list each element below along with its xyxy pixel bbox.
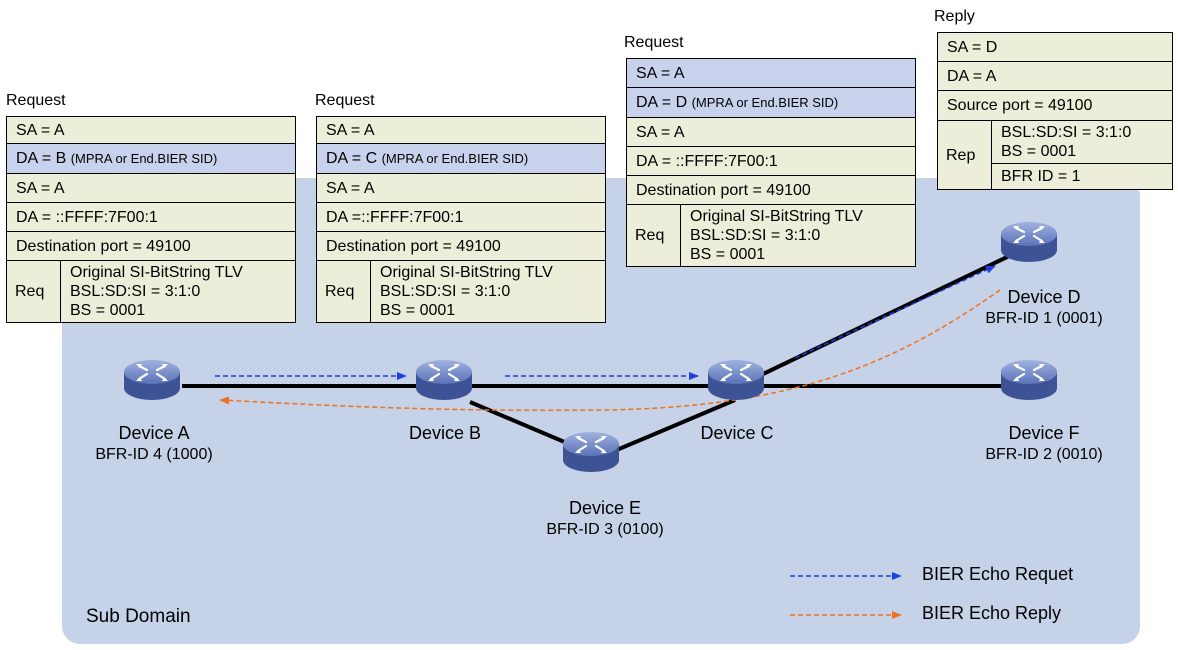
- device-e-name: Device E: [568, 498, 642, 518]
- packet3-da: DA = D (MPRA or End.BIER SID): [626, 87, 916, 118]
- sub-domain-label: Sub Domain: [86, 606, 191, 627]
- packet1-da: DA = B (MPRA or End.BIER SID): [6, 143, 296, 174]
- device-d-label: Device D BFR-ID 1 (0001): [944, 287, 1144, 329]
- link-e-c: [611, 398, 736, 454]
- request-arrow-c-d: [794, 265, 996, 359]
- packet2-dest-port: Destination port = 49100: [316, 231, 606, 261]
- packet1-da-note: (MPRA or End.BIER SID): [70, 151, 218, 166]
- packet2-table: SA = A DA = C (MPRA or End.BIER SID) SA …: [316, 116, 606, 323]
- packet3-da-note: (MPRA or End.BIER SID): [691, 95, 839, 110]
- packet2-title: Request: [315, 92, 375, 109]
- packet2-inner-da: DA =::FFFF:7F00:1: [316, 202, 606, 232]
- packet3-inner-sa: SA = A: [626, 117, 916, 147]
- reply-table: SA = D DA = A Source port = 49100 Rep BS…: [937, 32, 1173, 190]
- packet1-inner-da: DA = ::FFFF:7F00:1: [6, 202, 296, 232]
- packet2-inner-sa: SA = A: [316, 173, 606, 203]
- device-e-router-icon: [561, 430, 621, 474]
- device-a-label: Device A BFR-ID 4 (1000): [54, 423, 254, 465]
- packet3-req-label: Req: [626, 204, 681, 267]
- packet1-sa: SA = A: [6, 116, 296, 144]
- device-a-bfr-id: BFR-ID 4 (1000): [95, 446, 213, 463]
- packet3-inner-da: DA = ::FFFF:7F00:1: [626, 146, 916, 176]
- reply-title: Reply: [934, 8, 975, 25]
- packet2-sa: SA = A: [316, 116, 606, 144]
- device-a-router-icon: [122, 358, 182, 402]
- packet1-table: SA = A DA = B (MPRA or End.BIER SID) SA …: [6, 116, 296, 323]
- device-f-router-icon: [999, 358, 1059, 402]
- packet3-title: Request: [624, 34, 684, 51]
- legend-reply-label: BIER Echo Reply: [922, 603, 1062, 623]
- device-c-label: Device C: [637, 423, 837, 444]
- device-e-label: Device E BFR-ID 3 (0100): [505, 498, 705, 540]
- link-c-d: [737, 244, 1031, 388]
- device-e-bfr-id: BFR-ID 3 (0100): [546, 521, 664, 538]
- device-b-router-icon: [414, 358, 474, 402]
- packet2-da-note: (MPRA or End.BIER SID): [381, 151, 529, 166]
- device-f-label: Device F BFR-ID 2 (0010): [944, 423, 1144, 465]
- reply-da: DA = A: [937, 61, 1173, 91]
- device-d-name: Device D: [1007, 287, 1081, 307]
- packet1-dest-port: Destination port = 49100: [6, 231, 296, 261]
- packet2-da: DA = C (MPRA or End.BIER SID): [316, 143, 606, 174]
- reply-sa: SA = D: [937, 32, 1173, 62]
- packet2-req-label: Req: [316, 260, 371, 323]
- device-d-bfr-id: BFR-ID 1 (0001): [985, 310, 1103, 327]
- device-f-bfr-id: BFR-ID 2 (0010): [985, 446, 1103, 463]
- packet1-inner-sa: SA = A: [6, 173, 296, 203]
- packet3-table: SA = A DA = D (MPRA or End.BIER SID) SA …: [626, 58, 916, 267]
- reply-rep-label: Rep: [937, 120, 992, 190]
- device-b-label: Device B: [345, 423, 545, 444]
- packet1-title: Request: [6, 92, 66, 109]
- reply-source-port: Source port = 49100: [937, 90, 1173, 121]
- device-a-name: Device A: [118, 423, 190, 443]
- device-c-name: Device C: [700, 423, 774, 443]
- reply-arrow-d-a: [219, 289, 1001, 412]
- packet1-req-label: Req: [6, 260, 61, 323]
- device-c-router-icon: [706, 358, 766, 402]
- device-f-name: Device F: [1008, 423, 1080, 443]
- packet3-sa: SA = A: [626, 58, 916, 88]
- reply-bfr-id: BFR ID = 1: [991, 163, 1173, 190]
- device-d-router-icon: [999, 220, 1059, 264]
- device-b-name: Device B: [408, 423, 482, 443]
- legend-request-label: BIER Echo Requet: [922, 564, 1074, 584]
- packet3-dest-port: Destination port = 49100: [626, 175, 916, 205]
